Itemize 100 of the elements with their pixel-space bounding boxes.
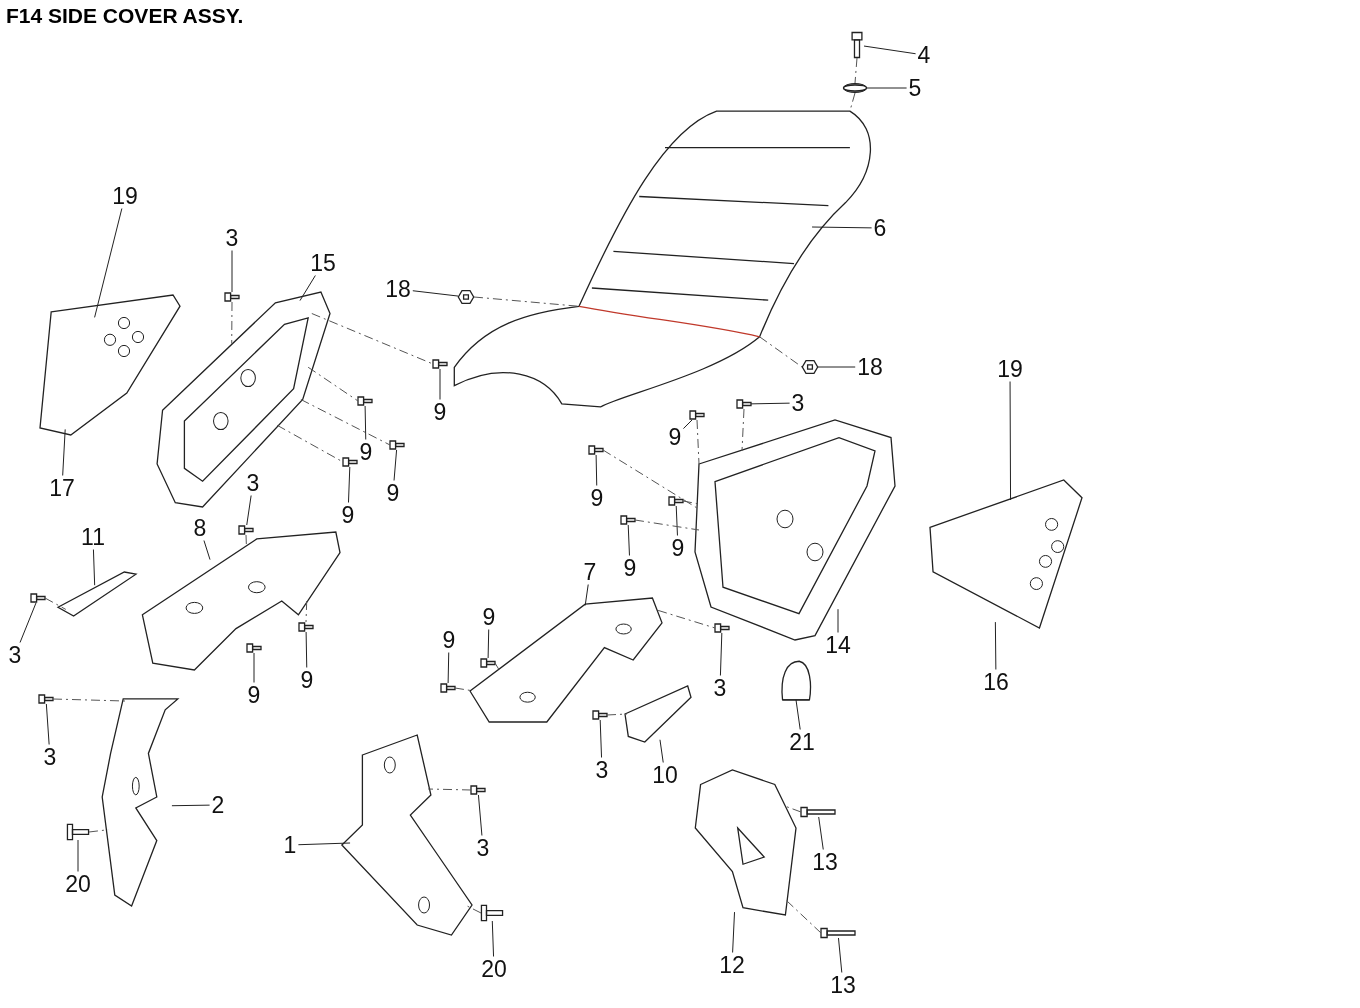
washer-drawing [843,83,867,93]
callout-number: 19 [995,356,1025,382]
callout-number: 9 [357,439,375,465]
screw-drawing [225,292,239,302]
leader-line [45,703,50,745]
leader-line [584,584,589,606]
leader-line [994,621,997,670]
side-panel-drawing [40,295,180,435]
callout-number: 9 [480,604,498,630]
screw-drawing [39,694,53,704]
callout-number: 4 [915,42,933,68]
screw-drawing [471,785,485,795]
leader-line [627,524,630,556]
cover-drawing [470,598,662,722]
leader-line [19,602,37,643]
callout-number: 15 [308,250,338,276]
leader-line [77,839,79,872]
callout-number: 3 [223,225,241,251]
screw-drawing [593,710,607,720]
screw-drawing [247,643,261,653]
callout-number: 7 [581,559,599,585]
callout-number: 19 [110,183,140,209]
callout-number: 3 [41,744,59,770]
center-line [52,698,128,702]
screw-drawing [690,410,704,420]
leader-line [675,505,678,536]
callout-number: 9 [339,502,357,528]
center-line [741,408,745,452]
leader-line [682,419,693,430]
center-line [231,301,233,345]
bolt-drawing [821,928,855,938]
callout-number: 9 [621,555,639,581]
leader-line [595,454,598,486]
leader-line [838,937,843,973]
callout-number: 9 [298,667,316,693]
leader-line [364,405,367,440]
screw-drawing [239,525,253,535]
leader-line [299,275,316,302]
screw-drawing [31,593,45,603]
leader-line [439,368,441,400]
center-line [44,597,67,610]
screw-drawing [358,396,372,406]
center-line [311,313,434,365]
callout-number: 5 [906,75,924,101]
callout-number: 9 [440,627,458,653]
center-line [854,57,858,84]
callout-number: 3 [711,675,729,701]
bolt-drawing [801,807,835,817]
leader-line [297,842,351,846]
screw-drawing [715,623,729,633]
center-line [245,534,247,547]
leader-line [347,466,351,503]
leader-line [412,290,459,297]
leader-line [491,920,495,957]
trim-drawing [625,686,691,742]
leader-line [92,549,96,586]
leader-line [750,402,791,405]
callout-number: 9 [245,682,263,708]
callout-number: 3 [244,470,262,496]
callout-number: 14 [823,632,853,658]
callout-number: 20 [479,956,509,982]
leader-line [477,794,483,836]
callout-number: 9 [669,535,687,561]
callout-number: 10 [650,762,680,788]
leader-line [599,719,603,758]
leader-line [393,449,398,481]
screw-drawing [433,359,447,369]
screw-drawing [737,399,751,409]
callout-number: 17 [47,475,77,501]
center-line [759,336,803,368]
center-line [634,519,700,531]
leader-line [487,629,490,659]
leader-line [866,87,908,89]
callout-number: 13 [810,849,840,875]
callout-number: 18 [855,354,885,380]
leader-line [811,226,873,229]
center-line [602,449,698,509]
pin-drawing [67,824,89,840]
leader-line [818,816,824,850]
center-line [657,609,716,629]
callout-number: 2 [209,792,227,818]
leader-line [719,632,723,676]
center-line [494,662,500,670]
center-line [606,713,628,716]
leader-line [305,631,308,668]
center-line [300,399,391,446]
callout-number: 9 [384,480,402,506]
bolt-drawing [850,32,864,58]
callout-number: 6 [871,215,889,241]
leader-line [246,495,252,526]
callout-number: 3 [6,642,24,668]
center-line [307,366,359,402]
leader-line [94,208,123,318]
leader-line [863,45,917,55]
center-line [473,296,580,307]
callout-number: 20 [63,871,93,897]
leader-line [817,366,856,368]
screw-drawing [621,515,635,525]
center-line [464,904,482,914]
leader-line [837,608,839,633]
